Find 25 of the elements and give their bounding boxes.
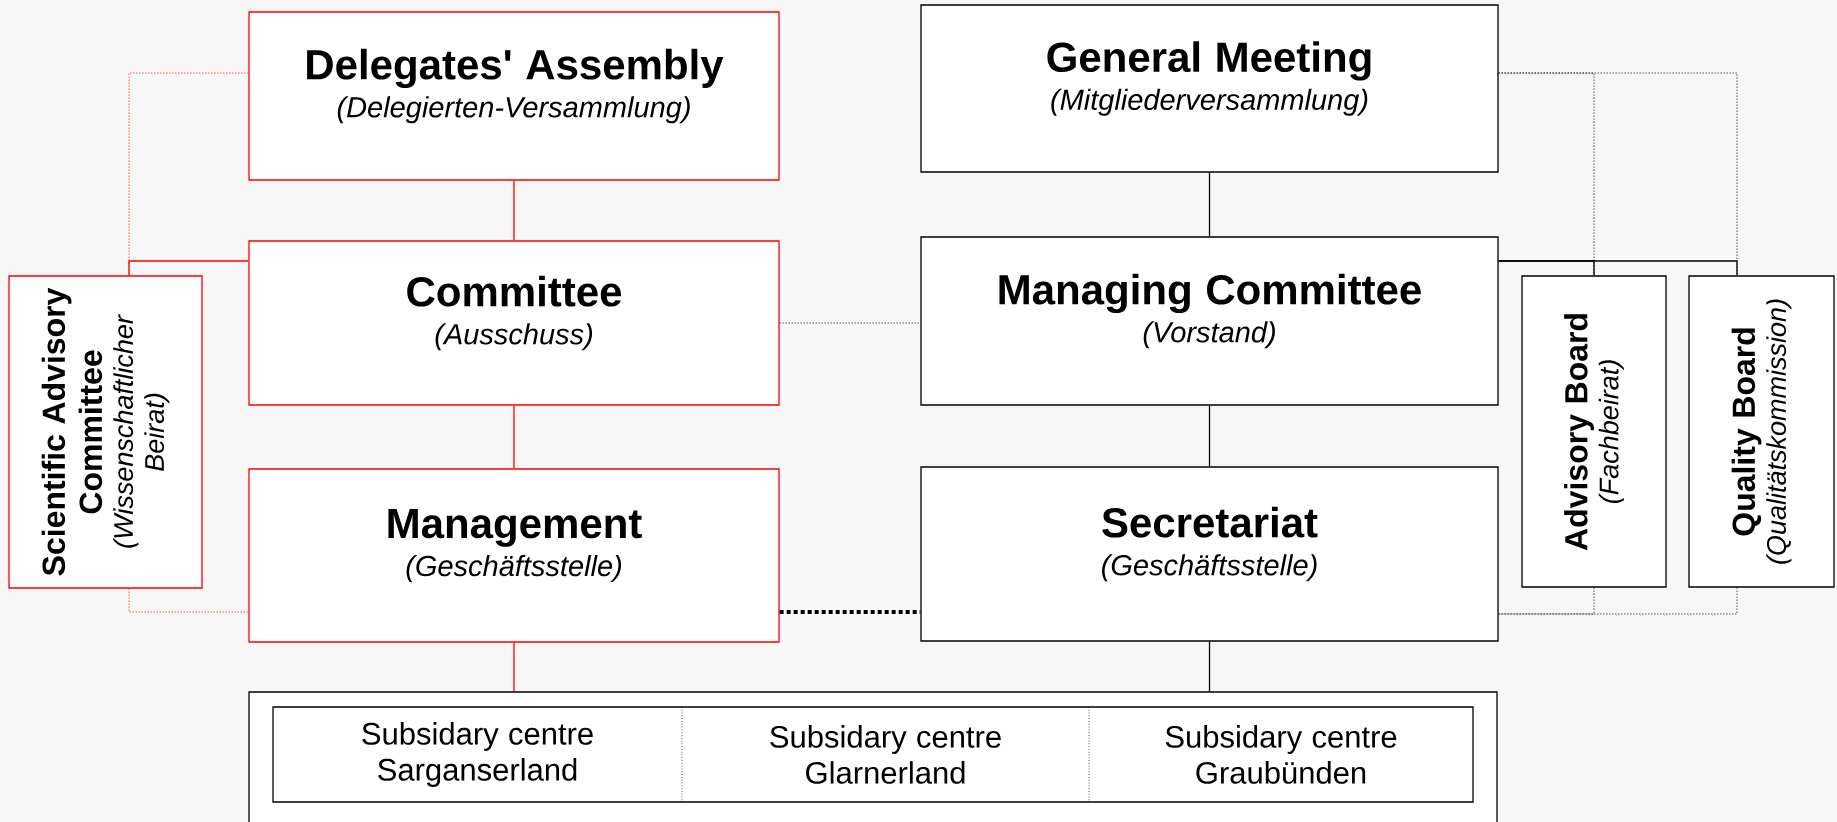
org-box: Managing Committee (Vorstand)	[920, 236, 1499, 406]
group-box	[272, 706, 1474, 803]
connector-line	[779, 322, 921, 324]
connector-line	[513, 180, 515, 241]
connector-line	[513, 642, 515, 692]
org-box: General Meeting (Mitgliederversammlung)	[920, 4, 1499, 173]
centre-cell: Subsidary centre Sarganserland	[362, 722, 593, 787]
org-box: Committee (Ausschuss)	[248, 240, 780, 406]
connector-line	[1208, 172, 1211, 237]
connector-line	[1208, 641, 1211, 692]
org-box: Secretariat (Geschäftsstelle)	[920, 466, 1499, 642]
org-box: Delegates' Assembly (Delegierten-Versammlung)	[248, 11, 780, 181]
connector-line	[1498, 260, 1738, 276]
org-box: Advisory Board (Fachbeirat)	[1521, 275, 1667, 588]
centre-cell: Subsidary centre Graubünden	[1165, 725, 1397, 784]
connector-line	[513, 405, 515, 469]
org-box: Quality Board (Qualitätskommission)	[1688, 275, 1835, 588]
connector-line	[128, 260, 249, 276]
connector-line	[1498, 587, 1738, 615]
centre-cell: Subsidary centre Glarnerland	[770, 725, 1001, 784]
connector-line	[1208, 405, 1211, 467]
org-box: Scientific Advisory Committee (Wissenschaftlicher Beirat)	[8, 275, 203, 589]
org-box: Management (Geschäftsstelle)	[248, 468, 780, 643]
connector-line	[128, 588, 249, 613]
connector-line	[1498, 587, 1595, 615]
